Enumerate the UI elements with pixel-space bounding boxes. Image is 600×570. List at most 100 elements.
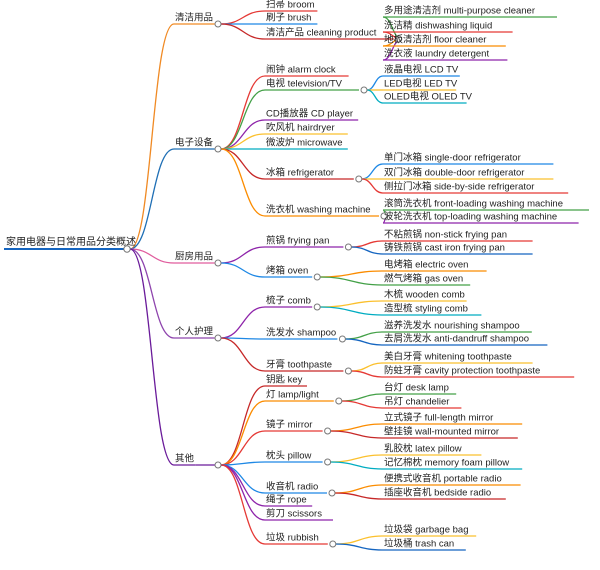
category-node-label: 电子设备 xyxy=(175,137,214,149)
item-connector-dot xyxy=(335,397,343,405)
category-connector-dot xyxy=(214,461,222,469)
item-node-label: 收音机 radio xyxy=(266,481,318,493)
connector-item-leaf xyxy=(334,484,384,494)
item-connector-dot xyxy=(355,175,363,183)
leaf-node-label: 垃圾桶 trash can xyxy=(384,538,454,550)
leaf-node-label: 单门冰箱 single-door refrigerator xyxy=(384,152,521,164)
connector-root-category xyxy=(129,148,175,250)
connector-root-category xyxy=(129,248,175,466)
item-node-label: 梳子 comb xyxy=(266,295,311,307)
leaf-node-label: 滚筒洗衣机 front-loading washing machine xyxy=(384,198,563,210)
item-node-label: 枕头 pillow xyxy=(266,450,312,462)
connector-item-leaf xyxy=(320,276,384,286)
item-node-label: 牙膏 toothpaste xyxy=(266,359,332,371)
item-node-label: 洗衣机 washing machine xyxy=(266,204,371,216)
leaf-node-label: 去屑洗发水 anti-dandruff shampoo xyxy=(384,333,529,345)
item-connector-dot xyxy=(328,489,336,497)
item-node-label: 电视 television/TV xyxy=(266,78,343,90)
connector-item-leaf xyxy=(351,240,384,248)
item-connector-dot xyxy=(360,86,368,94)
item-node-label: 钥匙 key xyxy=(266,374,303,386)
leaf-node-label: 立式镜子 full-length mirror xyxy=(384,412,493,424)
item-node-label: 灯 lamp/light xyxy=(266,390,319,401)
leaf-node-label: 双门冰箱 double-door refrigerator xyxy=(384,167,524,179)
root-label: 家用电器与日常用品分类概述 xyxy=(6,235,136,248)
item-node-label: 洗发水 shampoo xyxy=(266,327,336,339)
leaf-node-label: 垃圾袋 garbage bag xyxy=(384,524,469,536)
leaf-node-label: 不粘煎锅 non-stick frying pan xyxy=(384,229,507,241)
item-node-label: 清洁产品 cleaning product xyxy=(266,27,377,39)
category-node-label: 其他 xyxy=(175,453,195,465)
item-connector-dot xyxy=(313,303,321,311)
connector-item-leaf xyxy=(361,163,384,180)
leaf-node-label: 木梳 wooden comb xyxy=(384,289,465,301)
item-node-label: 煎锅 frying pan xyxy=(266,235,329,247)
leaf-node-label: 便携式收音机 portable radio xyxy=(384,473,502,485)
leaf-node-label: 电烤箱 electric oven xyxy=(384,259,468,271)
item-connector-dot xyxy=(324,427,332,435)
connector-category-item xyxy=(220,464,266,494)
item-connector-dot xyxy=(380,212,388,220)
item-connector-dot xyxy=(395,35,403,43)
connector-category-item xyxy=(220,23,266,40)
connector-root-category xyxy=(129,248,175,264)
category-node-label: 厨房用品 xyxy=(175,251,213,263)
connector-category-item xyxy=(220,10,266,25)
connector-item-leaf xyxy=(351,362,384,372)
item-node-label: 闹钟 alarm clock xyxy=(266,64,336,76)
connector-category-item xyxy=(220,306,266,339)
connector-item-leaf xyxy=(345,338,384,346)
leaf-node-label: 美白牙膏 whitening toothpaste xyxy=(384,351,512,363)
item-node-label: 刷子 brush xyxy=(266,13,311,24)
item-node-label: 剪刀 scissors xyxy=(266,508,322,520)
connector-item-leaf xyxy=(335,535,384,545)
connector-item-leaf xyxy=(330,423,384,432)
connector-root-category xyxy=(129,248,175,339)
connector-item-leaf xyxy=(320,306,384,316)
root-node: 家用电器与日常用品分类概述 xyxy=(4,235,136,253)
category-connector-dot xyxy=(214,145,222,153)
connector-item-leaf xyxy=(361,178,384,194)
connector-item-leaf xyxy=(335,543,384,551)
item-connector-dot xyxy=(329,540,337,548)
item-node-label: 垃圾 rubbish xyxy=(266,532,319,544)
category-node-label: 清洁用品 xyxy=(175,12,213,24)
item-connector-dot xyxy=(344,243,352,251)
connector-category-item xyxy=(220,148,266,217)
item-node-label: CD播放器 CD player xyxy=(266,108,353,120)
connector-category-item xyxy=(220,262,266,278)
connector-item-leaf xyxy=(351,370,384,378)
connector-category-item xyxy=(220,464,266,507)
leaf-node-label: 台灯 desk lamp xyxy=(384,382,449,394)
connector-root-category xyxy=(129,23,175,250)
connector-category-item xyxy=(220,385,266,466)
item-node-label: 冰箱 refrigerator xyxy=(266,167,334,179)
leaf-node-label: 地板清洁剂 floor cleaner xyxy=(384,34,486,46)
leaf-node-label: 液晶电视 LCD TV xyxy=(384,64,459,76)
item-node-label: 绳子 rope xyxy=(266,494,307,506)
connector-item-leaf xyxy=(320,270,384,278)
category-connector-dot xyxy=(214,259,222,267)
connector-item-leaf xyxy=(345,331,384,340)
leaf-node-label: 壁挂镜 wall-mounted mirror xyxy=(384,426,499,438)
category-node-label: 个人护理 xyxy=(175,326,214,338)
leaf-node-label: 波轮洗衣机 top-loading washing machine xyxy=(384,211,557,223)
connector-category-item xyxy=(220,148,266,180)
connector-item-leaf xyxy=(341,393,384,402)
root-connector-dot xyxy=(123,245,131,253)
leaf-node-label: OLED电视 OLED TV xyxy=(384,91,473,103)
connector-category-item xyxy=(220,89,266,150)
connector-item-leaf xyxy=(351,246,384,255)
leaf-node-label: 滋养洗发水 nourishing shampoo xyxy=(384,320,520,332)
leaf-node-label: LED电视 LED TV xyxy=(384,78,458,90)
connector-item-leaf xyxy=(320,300,384,308)
item-node-label: 微波炉 microwave xyxy=(266,137,343,149)
item-connector-dot xyxy=(313,273,321,281)
connector-item-leaf xyxy=(330,430,384,439)
leaf-node-label: 记忆棉枕 memory foam pillow xyxy=(384,457,509,469)
item-node-label: 镜子 mirror xyxy=(266,419,312,431)
connector-category-item xyxy=(220,75,266,150)
leaf-node-label: 吊灯 chandelier xyxy=(384,397,449,408)
